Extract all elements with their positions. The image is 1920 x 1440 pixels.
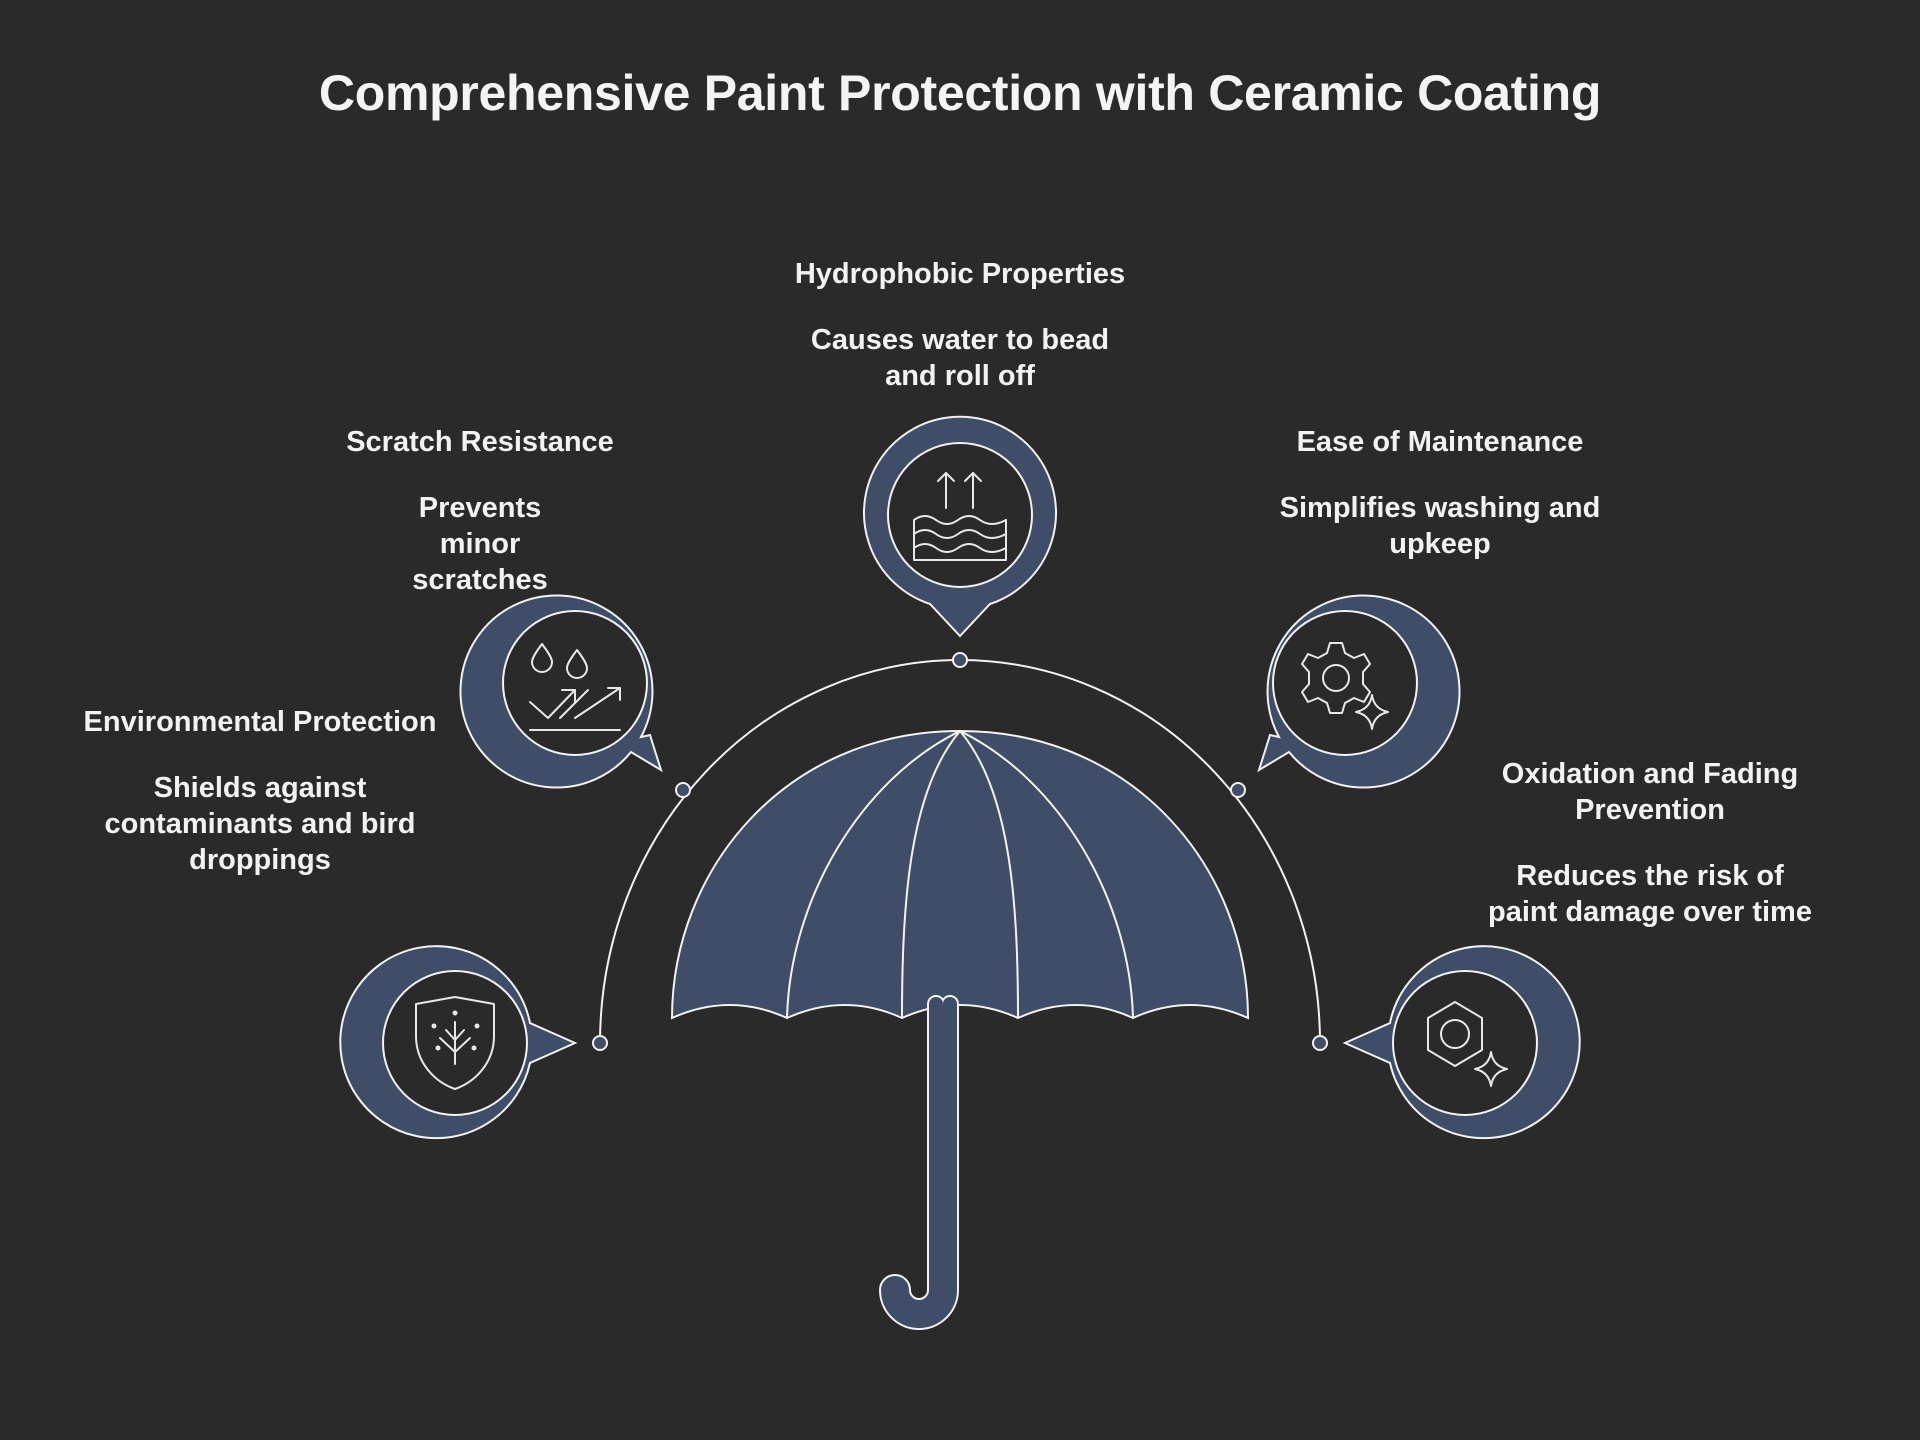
label-maintenance: Ease of Maintenance Simplifies washing a… — [1240, 424, 1640, 562]
label-scratch: Scratch Resistance Prevents minor scratc… — [310, 424, 650, 598]
description-oxidation: Reduces the risk of paint damage over ti… — [1488, 860, 1812, 928]
bubble-environmental — [339, 945, 578, 1140]
description-maintenance: Simplifies washing and upkeep — [1279, 492, 1601, 560]
label-environmental: Environmental Protection Shields against… — [80, 704, 440, 878]
description-hydrophobic: Causes water to bead and roll off — [810, 324, 1110, 392]
page-title: Comprehensive Paint Protection with Cera… — [318, 65, 1602, 121]
label-hydrophobic: Hydrophobic Properties Causes water to b… — [760, 256, 1160, 394]
water-waves-icon — [913, 472, 1007, 561]
heading-scratch: Scratch Resistance — [346, 426, 614, 458]
bubble-oxidation — [1342, 945, 1581, 1140]
heading-environmental: Environmental Protection — [83, 706, 437, 738]
arc-dots — [592, 652, 1328, 1051]
bubble-maintenance — [1257, 594, 1461, 789]
description-scratch: Prevents minor scratches — [412, 492, 548, 596]
shield-plant-icon — [415, 996, 495, 1090]
hexagon-sparkle-icon — [1427, 1001, 1508, 1087]
bubble-scratch — [459, 594, 663, 789]
gear-sparkle-icon — [1301, 642, 1389, 730]
heading-hydrophobic: Hydrophobic Properties — [794, 258, 1126, 290]
heading-maintenance: Ease of Maintenance — [1296, 426, 1584, 458]
heading-oxidation: Oxidation and Fading Prevention — [1501, 758, 1799, 826]
umbrella-canopy — [670, 729, 1250, 1020]
description-environmental: Shields against contaminants and bird dr… — [104, 772, 416, 876]
label-oxidation: Oxidation and Fading Prevention Reduces … — [1480, 756, 1820, 930]
bubble-hydrophobic — [863, 415, 1057, 638]
droplets-trend-icon — [529, 643, 621, 731]
